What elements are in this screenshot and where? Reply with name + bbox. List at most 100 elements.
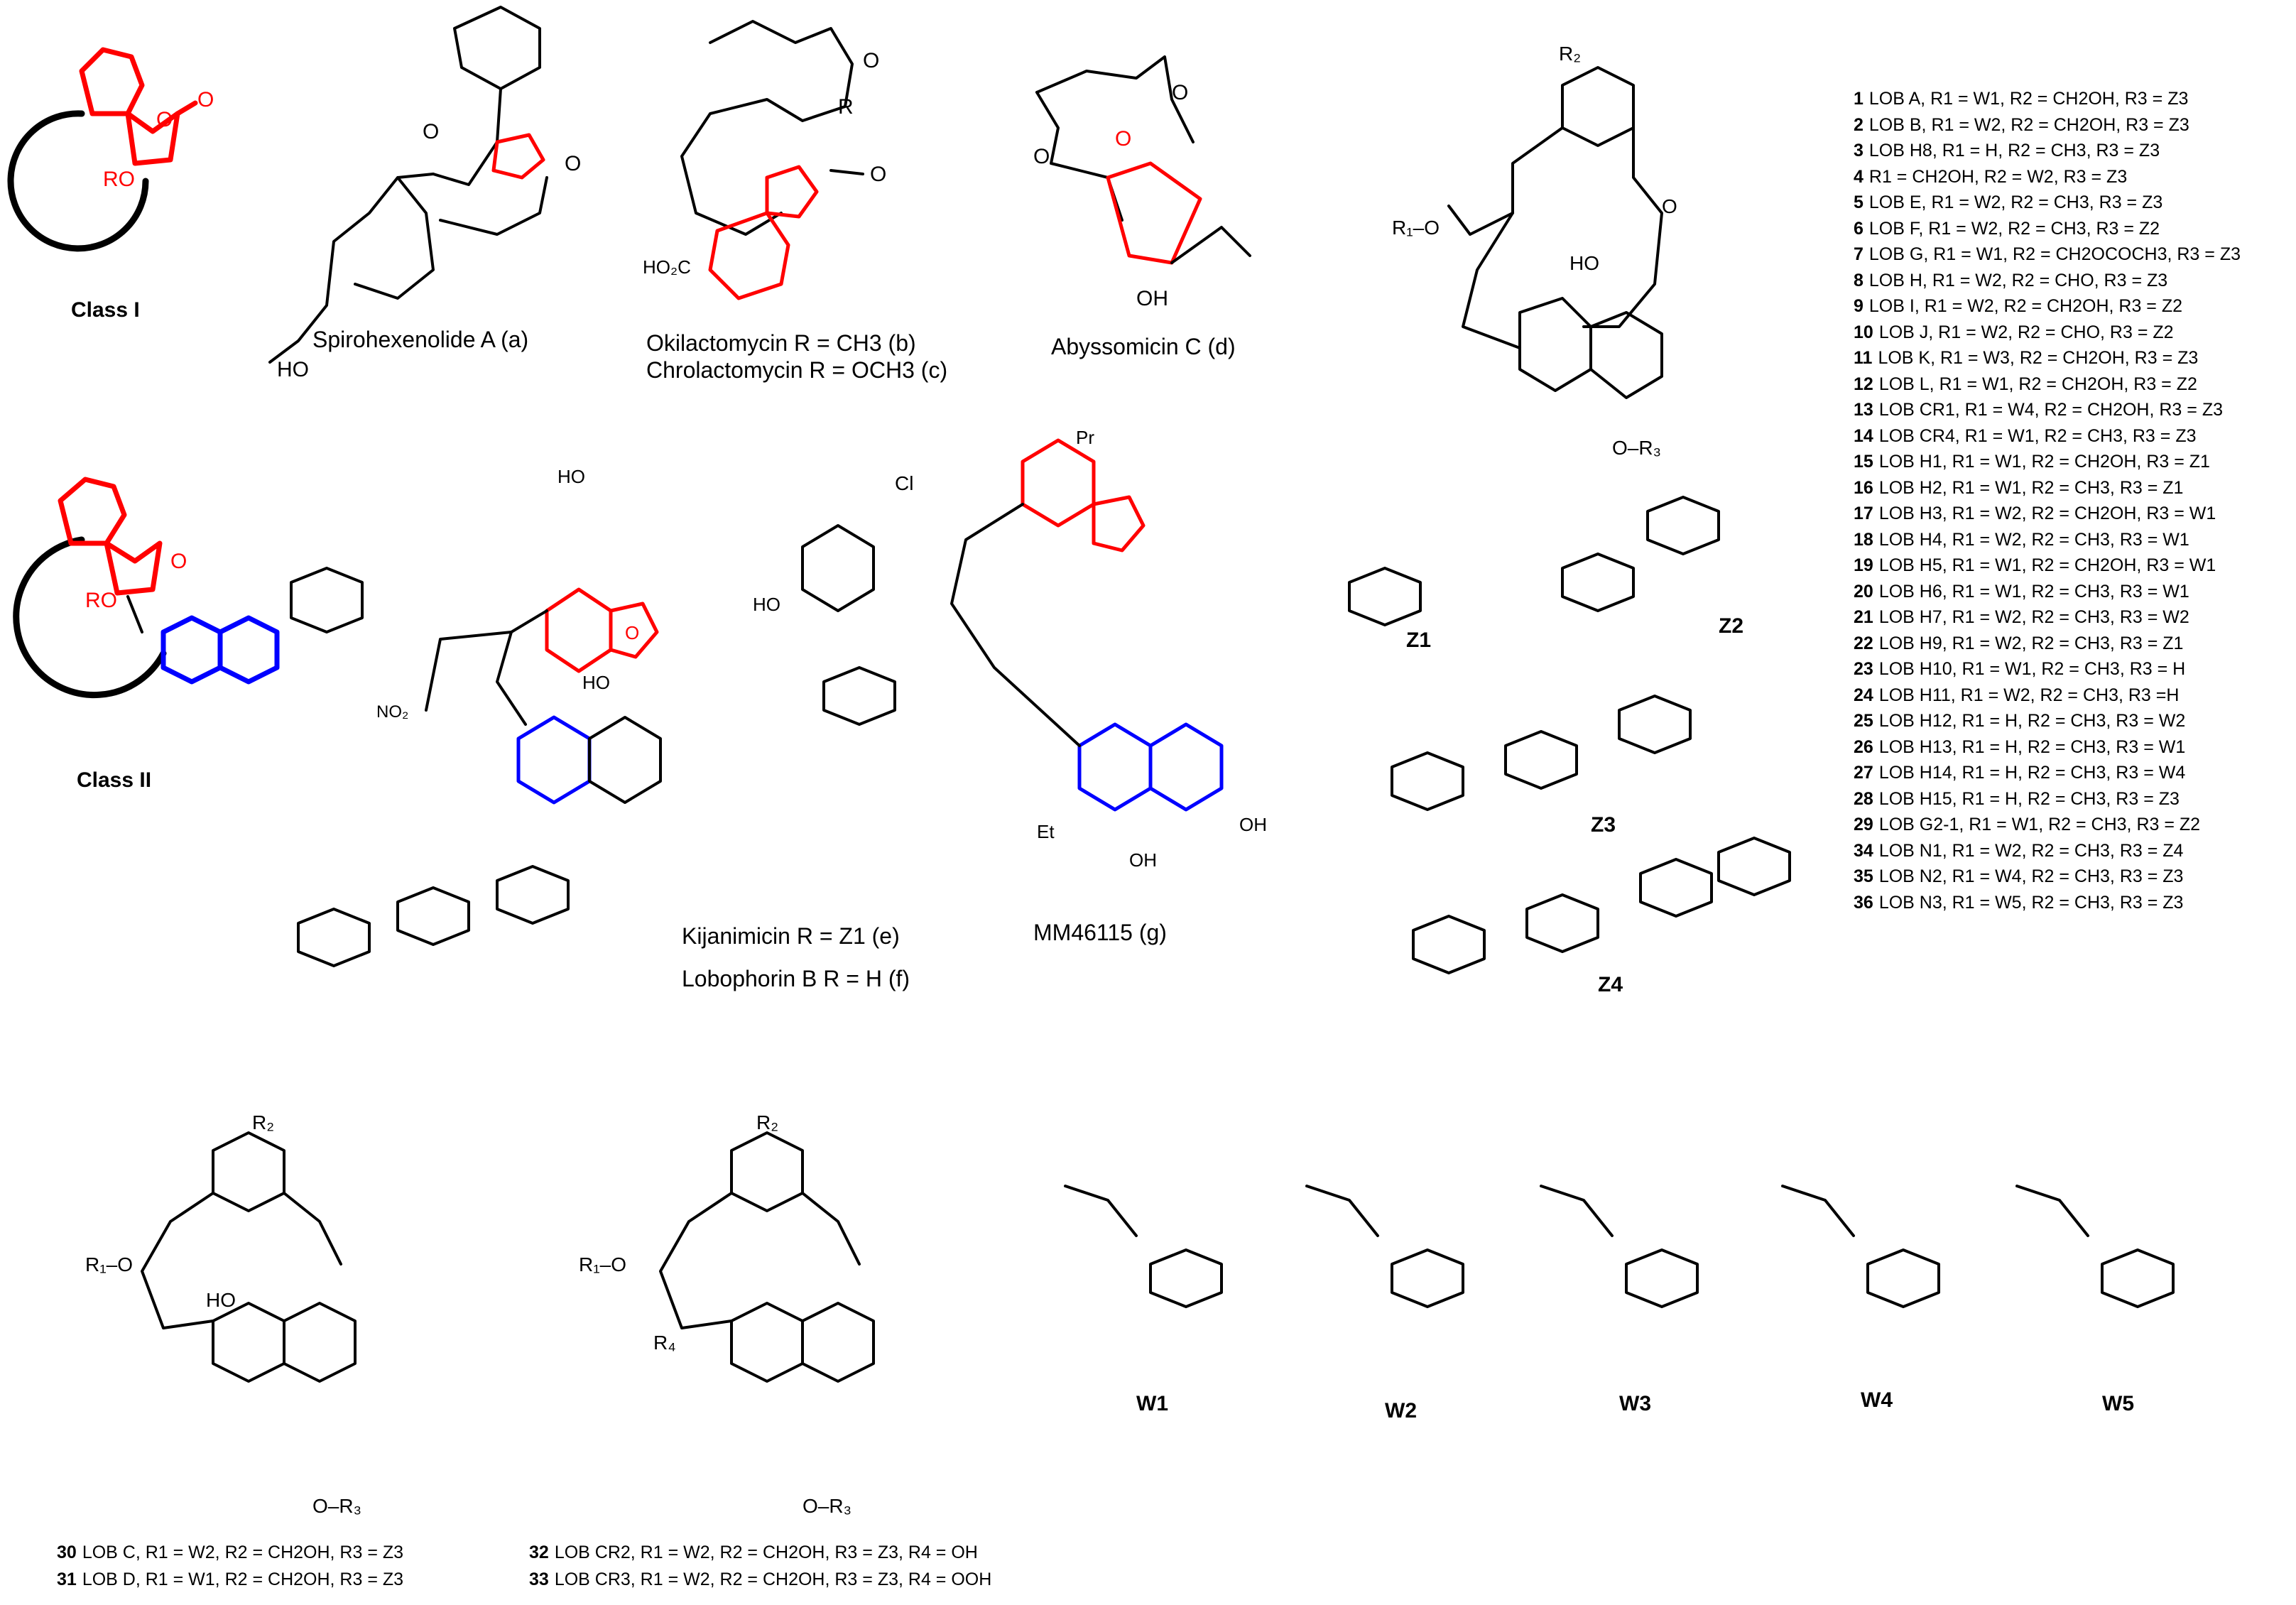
compound-description: LOB H3, R1 = W2, R2 = CH2OH, R3 = W1 xyxy=(1878,504,2216,523)
label-w5: W5 xyxy=(2102,1392,2134,1415)
compound-number: 12 xyxy=(1854,374,1873,394)
compound-number: 30 xyxy=(57,1543,77,1562)
compound-description: LOB H2, R1 = W1, R2 = CH3, R3 = Z1 xyxy=(1878,477,2184,498)
svg-text:O: O xyxy=(1033,145,1050,168)
compound-description: LOB CR1, R1 = W4, R2 = CH2OH, R3 = Z3 xyxy=(1878,400,2224,420)
svg-text:O: O xyxy=(625,622,639,643)
caption-okilactomycin: Okilactomycin R = CH3 (b) xyxy=(646,330,916,356)
compound-description: LOB CR2, R1 = W2, R2 = CH2OH, R3 = Z3, R… xyxy=(554,1543,978,1562)
caption-chrolactomycin: Chrolactomycin R = OCH3 (c) xyxy=(646,357,948,383)
z-sugars-structures xyxy=(1348,496,1791,974)
kijanimicin-structure: HO NO₂ HO O xyxy=(290,466,662,967)
svg-text:NO₂: NO₂ xyxy=(376,702,408,722)
svg-text:R: R xyxy=(838,95,854,119)
compound-description: LOB F, R1 = W2, R2 = CH3, R3 = Z2 xyxy=(1868,218,2160,239)
compound-number: 16 xyxy=(1854,477,1873,498)
compound-number: 10 xyxy=(1854,322,1873,342)
compound-number: 29 xyxy=(1854,815,1873,834)
compound-number: 26 xyxy=(1854,736,1873,757)
compound-number: 32 xyxy=(529,1543,549,1562)
compound-number: 27 xyxy=(1854,763,1873,783)
svg-text:OH: OH xyxy=(1136,287,1168,310)
compound-description: LOB E, R1 = W2, R2 = CH3, R3 = Z3 xyxy=(1868,192,2163,212)
caption-spirohexenolide: Spirohexenolide A (a) xyxy=(312,327,529,352)
compound-number: 6 xyxy=(1854,218,1864,239)
compound-number: 34 xyxy=(1854,840,1873,861)
compound-number: 11 xyxy=(1854,348,1873,368)
compound-number: 25 xyxy=(1854,711,1873,731)
svg-text:O: O xyxy=(870,163,886,186)
compound-number: 21 xyxy=(1854,607,1873,627)
lob-c-structure: R₂ R₁–O O–R₃ HO xyxy=(85,1111,361,1517)
w-sugars-structures xyxy=(1064,1185,2175,1308)
svg-text:HO₂C: HO₂C xyxy=(643,256,691,278)
svg-text:RO: RO xyxy=(103,168,135,191)
lob-cr2-structure: R₂ R₁–O O–R₃ R₄ xyxy=(579,1111,875,1517)
compound-number: 14 xyxy=(1854,425,1873,446)
compound-description: LOB H, R1 = W2, R2 = CHO, R3 = Z3 xyxy=(1868,270,2168,290)
class2-scaffold: RO O xyxy=(13,477,280,699)
compound-number: 36 xyxy=(1854,892,1873,913)
svg-text:O–R₃: O–R₃ xyxy=(1612,437,1661,459)
compound-description: LOB H11, R1 = W2, R2 = CH3, R3 =H xyxy=(1878,685,2180,705)
compound-number: 15 xyxy=(1854,452,1873,472)
compound-number: 28 xyxy=(1854,788,1873,809)
compound-number: 1 xyxy=(1854,89,1864,109)
compound-number: 33 xyxy=(529,1569,549,1589)
svg-text:O–R₃: O–R₃ xyxy=(312,1495,361,1517)
svg-text:Et: Et xyxy=(1037,821,1055,842)
svg-text:HO: HO xyxy=(206,1289,236,1311)
label-z4: Z4 xyxy=(1598,973,1623,996)
class1-label: Class I xyxy=(71,298,140,322)
compound-description: LOB CR3, R1 = W2, R2 = CH2OH, R3 = Z3, R… xyxy=(554,1569,992,1589)
label-z1: Z1 xyxy=(1406,629,1432,652)
compound-description: LOB G, R1 = W1, R2 = CH2OCOCH3, R3 = Z3 xyxy=(1868,244,2241,264)
abyssomicin-structure: O O O OH xyxy=(1033,55,1251,310)
svg-text:R₁–O: R₁–O xyxy=(85,1253,133,1275)
svg-text:O: O xyxy=(1115,127,1131,151)
compound-number: 35 xyxy=(1854,866,1873,886)
compound-row: 29 LOB G2-1, R1 = W1, R2 = CH3, R3 = Z2 xyxy=(1854,815,2200,835)
compound-description: LOB H7, R1 = W2, R2 = CH3, R3 = W2 xyxy=(1878,607,2189,627)
svg-text:O: O xyxy=(170,550,187,573)
svg-text:R₂: R₂ xyxy=(252,1111,274,1133)
compound-description: LOB N1, R1 = W2, R2 = CH3, R3 = Z4 xyxy=(1878,840,2184,861)
class1-scaffold: RO O O xyxy=(7,47,214,252)
caption-lobophorin-b: Lobophorin B R = H (f) xyxy=(682,966,910,991)
compound-number: 24 xyxy=(1854,685,1873,705)
compound-description: LOB G2-1, R1 = W1, R2 = CH3, R3 = Z2 xyxy=(1878,815,2201,834)
compound-number: 4 xyxy=(1854,166,1864,187)
svg-text:O: O xyxy=(197,88,214,111)
svg-text:O: O xyxy=(1172,81,1188,104)
compound-number: 5 xyxy=(1854,192,1864,212)
svg-text:O: O xyxy=(423,120,439,143)
svg-text:O: O xyxy=(156,108,173,131)
caption-mm46115: MM46115 (g) xyxy=(1033,920,1167,945)
svg-text:HO: HO xyxy=(277,358,309,381)
svg-text:Cl: Cl xyxy=(895,472,913,494)
compound-number: 18 xyxy=(1854,529,1873,550)
compound-description: LOB B, R1 = W2, R2 = CH2OH, R3 = Z3 xyxy=(1868,114,2189,135)
